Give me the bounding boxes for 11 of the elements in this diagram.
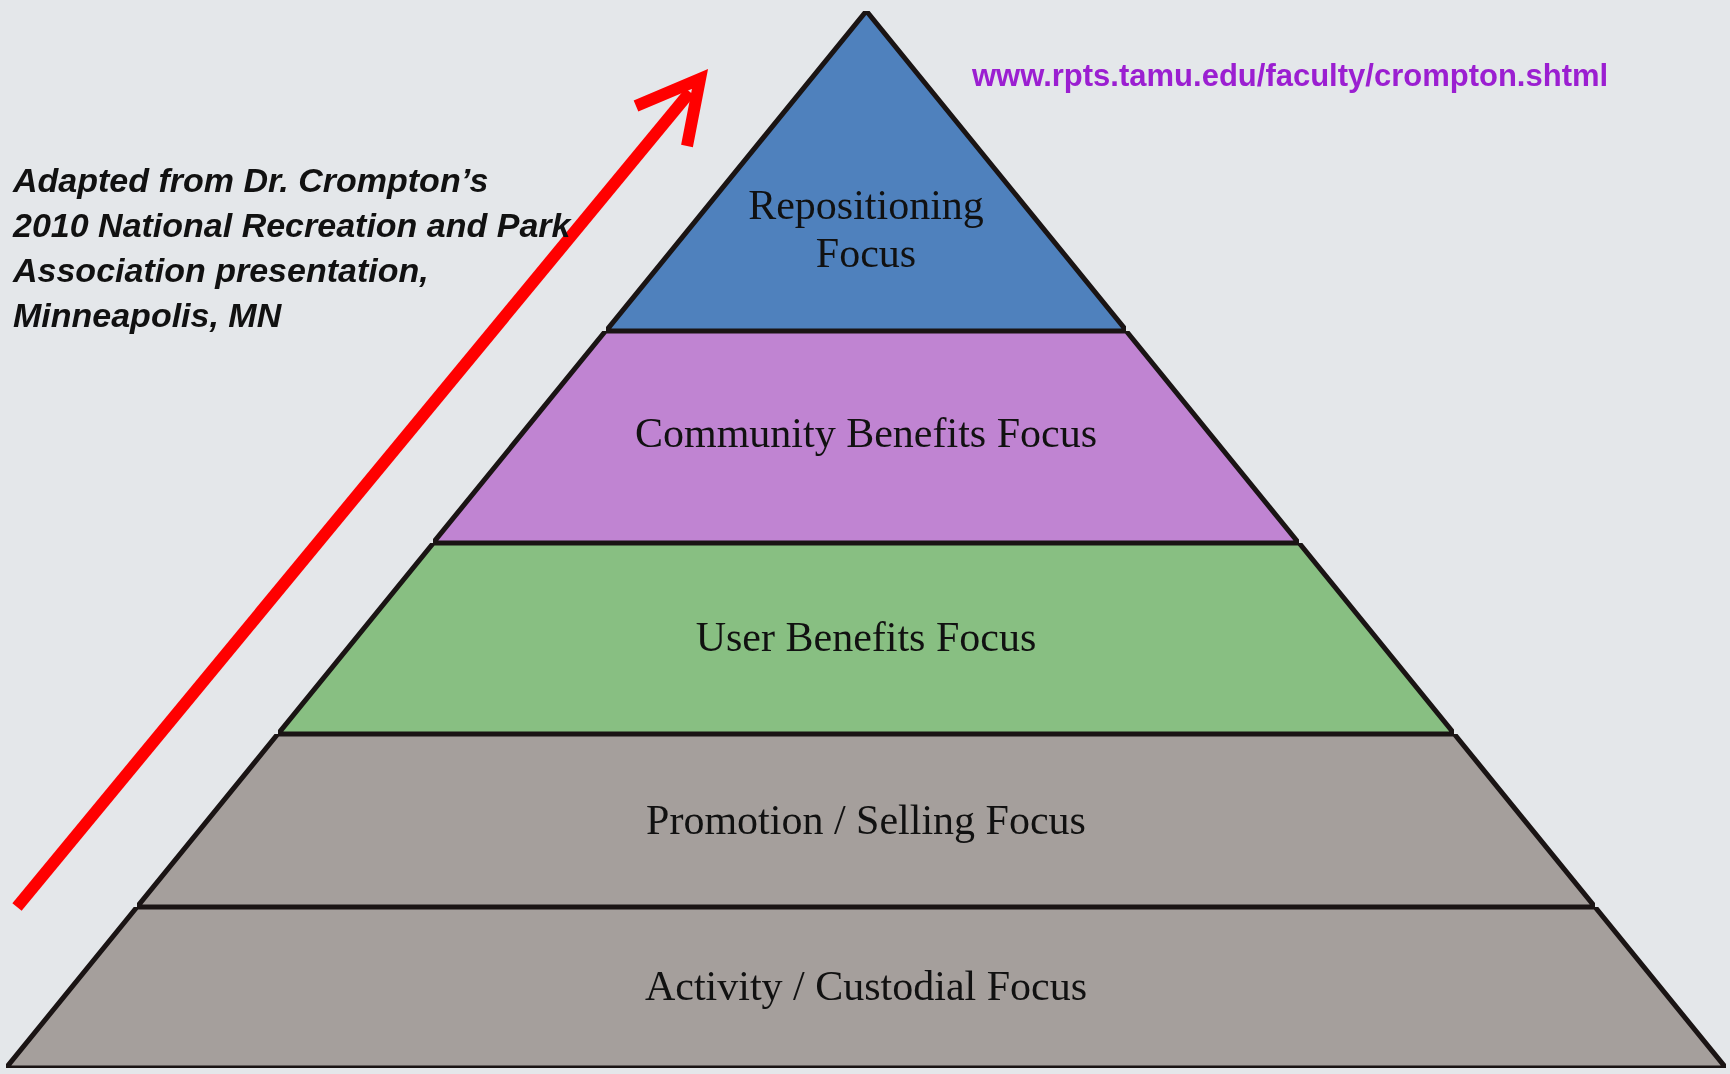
- tier-label: Community Benefits Focus: [634, 409, 1098, 457]
- pyramid-tier: [277, 543, 1455, 734]
- pyramid-tier: [433, 331, 1299, 543]
- pyramid-tier: [6, 907, 1726, 1068]
- source-note: Adapted from Dr. Crompton’s 2010 National Recreation and Park Association presentation, Minneapolis, MN: [13, 160, 573, 336]
- web-address: www.rpts.tamu.edu/faculty/crompton.shtml: [972, 58, 1609, 94]
- pyramid-tier: [137, 734, 1595, 907]
- tier-label: Activity / Custodial Focus: [643, 962, 1089, 1010]
- tier-label: User Benefits Focus: [694, 613, 1038, 661]
- tier-label: Promotion / Selling Focus: [645, 796, 1087, 844]
- tier-label: Repositioning Focus: [747, 181, 985, 277]
